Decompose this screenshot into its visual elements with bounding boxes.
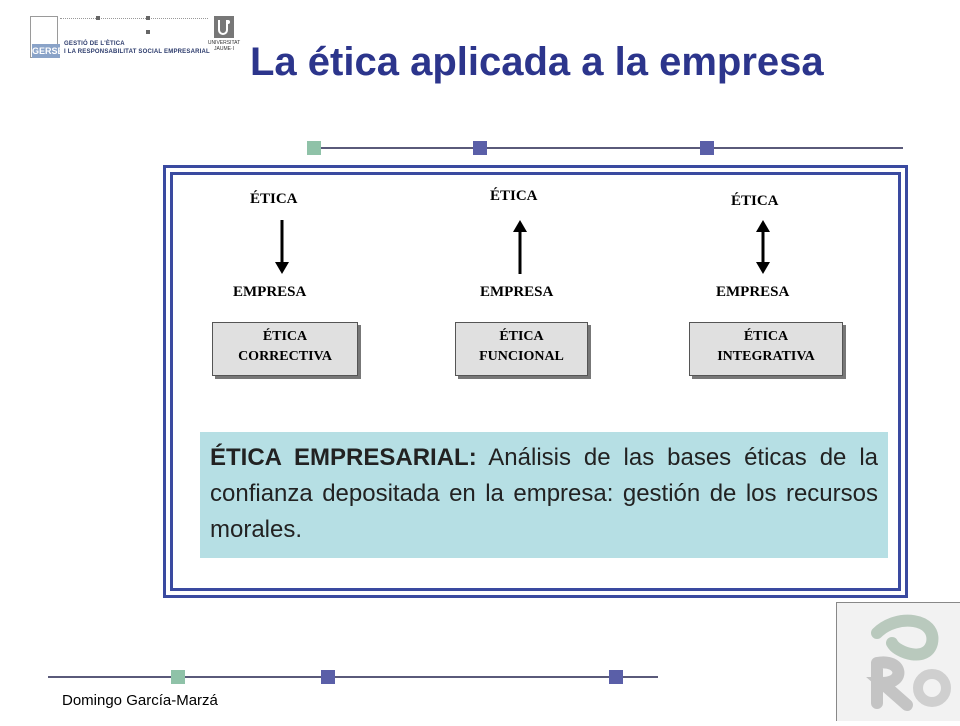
col3-bottom-label: EMPRESA bbox=[716, 284, 790, 300]
gerse-logo-dotted-line bbox=[60, 18, 208, 20]
col1-bottom-label: EMPRESA bbox=[233, 284, 307, 300]
definition-box: ÉTICA EMPRESARIAL: Análisis de las bases… bbox=[200, 432, 888, 558]
definition-term: ÉTICA EMPRESARIAL: bbox=[210, 444, 477, 471]
corner-emblem-logo bbox=[836, 602, 960, 721]
definition-text: Análisis de las bases éticas de la confi… bbox=[210, 444, 878, 543]
uji-logo-icon bbox=[214, 16, 234, 38]
col1-box-line-1: ÉTICA bbox=[262, 329, 308, 344]
gerse-logo-dot bbox=[96, 16, 100, 20]
col3-box-line-1: ÉTICA bbox=[743, 329, 789, 344]
gerse-logo-line-1: GESTIÓ DE L'ÈTICA bbox=[64, 41, 125, 47]
top-green-square bbox=[307, 141, 321, 155]
col1-arrow-down-icon bbox=[275, 220, 289, 274]
col3-ethics-box: ÉTICA INTEGRATIVA bbox=[689, 322, 843, 376]
col3-box-line-2: INTEGRATIVA bbox=[717, 349, 815, 364]
uji-logo-text: UNIVERSITAT JAUME·I bbox=[204, 40, 244, 52]
bottom-blue-square bbox=[321, 670, 335, 684]
col1-ethics-box: ÉTICA CORRECTIVA bbox=[212, 322, 358, 376]
gerse-logo-dot bbox=[146, 30, 150, 34]
col2-ethics-box: ÉTICA FUNCIONAL bbox=[455, 322, 588, 376]
bottom-blue-square bbox=[609, 670, 623, 684]
gerse-logo-dot bbox=[146, 16, 150, 20]
gerse-logo-line-2: I LA RESPONSABILITAT SOCIAL EMPRESARIAL bbox=[64, 49, 210, 55]
author-name: Domingo García-Marzá bbox=[62, 692, 218, 709]
top-blue-square bbox=[473, 141, 487, 155]
bottom-divider-line bbox=[48, 676, 658, 678]
col2-bottom-label: EMPRESA bbox=[480, 284, 554, 300]
col1-box-line-2: CORRECTIVA bbox=[238, 349, 332, 364]
col2-box-line-2: FUNCIONAL bbox=[479, 349, 564, 364]
top-blue-square bbox=[700, 141, 714, 155]
bottom-green-square bbox=[171, 670, 185, 684]
diagram-frame-outer bbox=[163, 165, 908, 598]
uji-logo-line-2: JAUME·I bbox=[214, 46, 234, 52]
col2-box-line-1: ÉTICA bbox=[499, 329, 544, 344]
col1-top-label: ÉTICA bbox=[250, 191, 298, 207]
col2-top-label: ÉTICA bbox=[490, 188, 538, 204]
diagram-frame-inner bbox=[170, 172, 901, 591]
col3-top-label: ÉTICA bbox=[731, 193, 779, 209]
slide-title: La ética aplicada a la empresa bbox=[250, 40, 824, 84]
corner-emblem-icon bbox=[837, 603, 960, 721]
gerse-logo-mark: GERSE bbox=[32, 44, 64, 58]
col3-arrow-both-icon bbox=[756, 220, 770, 274]
uji-logo-line-1: UNIVERSITAT bbox=[207, 40, 241, 46]
col2-arrow-up-icon bbox=[513, 220, 527, 274]
top-divider-line bbox=[308, 147, 903, 149]
gerse-logo-text: GESTIÓ DE L'ÈTICA I LA RESPONSABILITAT S… bbox=[64, 40, 210, 56]
